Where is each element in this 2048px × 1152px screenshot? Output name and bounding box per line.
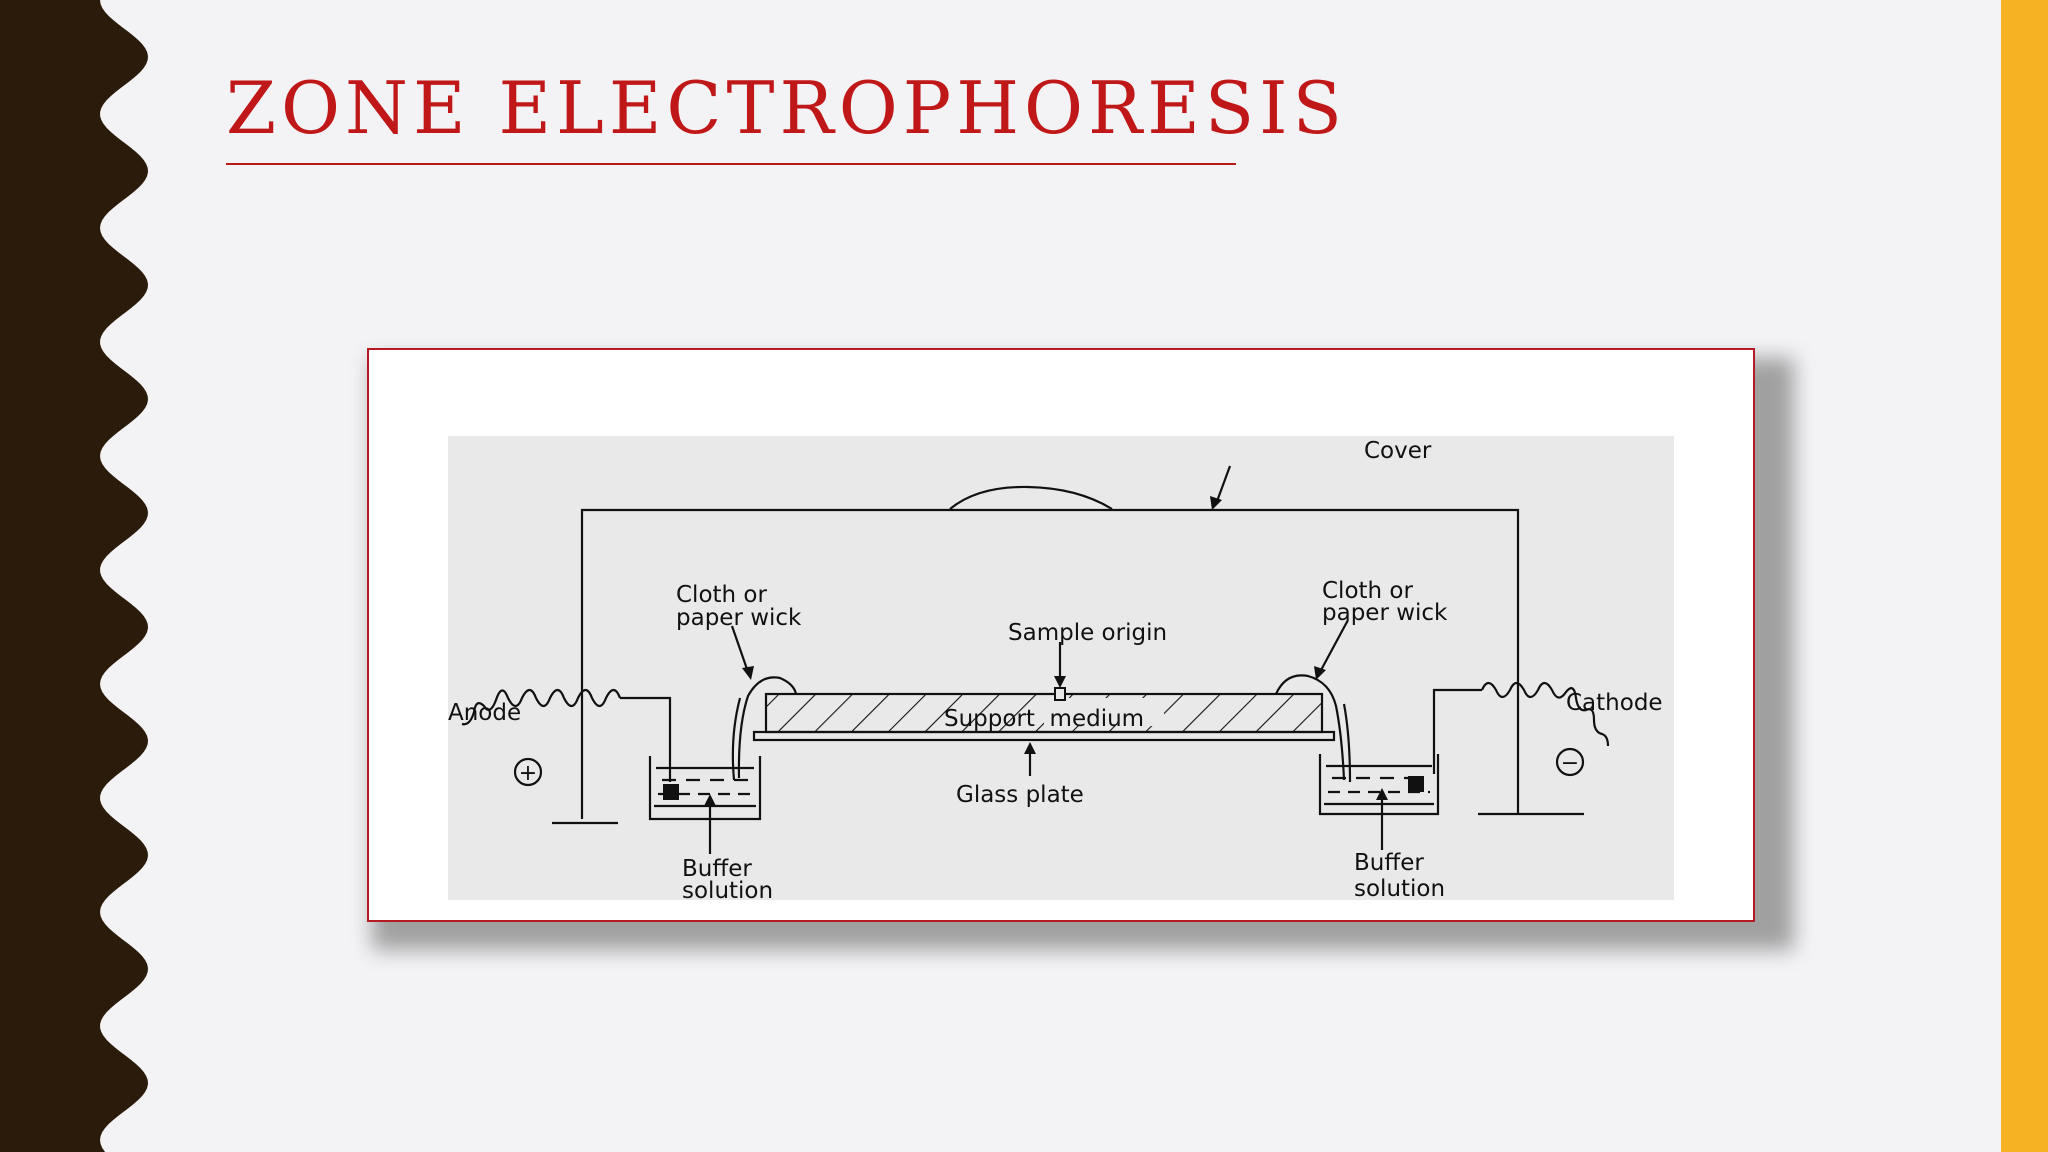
label-left-buffer-line2: solution: [682, 878, 773, 900]
minus-sign: −: [1561, 751, 1579, 776]
anode-electrode: [663, 784, 679, 800]
left-buffer-tank: [648, 756, 762, 821]
anode-terminal: +: [513, 757, 543, 787]
left-buffer-arrow: [704, 794, 716, 854]
right-accent-band: [2001, 0, 2048, 1152]
label-cathode: Cathode: [1566, 690, 1663, 716]
label-support-medium: Support medium: [944, 706, 1144, 732]
cathode-electrode: [1408, 776, 1424, 792]
label-right-buffer-line1: Buffer: [1354, 850, 1424, 876]
left-wavy-band: [0, 0, 148, 1152]
left-wick: [731, 676, 798, 781]
right-wick: [1274, 674, 1352, 783]
label-sample-origin: Sample origin: [1008, 620, 1167, 646]
right-buffer-arrow: [1376, 788, 1388, 850]
anode-wire: [461, 688, 672, 782]
label-right-buffer-line2: solution: [1354, 876, 1445, 900]
cathode-terminal: −: [1555, 747, 1585, 777]
right-wick-arrow: [1314, 619, 1349, 680]
sample-origin-arrow: [1054, 642, 1066, 688]
label-anode: Anode: [448, 700, 521, 726]
label-right-wick-line2: paper wick: [1322, 600, 1448, 626]
cathode-wire: [1432, 681, 1610, 774]
label-left-wick-line2: paper wick: [676, 605, 802, 631]
support-medium: [764, 687, 1324, 734]
label-cover: Cover: [1364, 438, 1432, 464]
right-buffer-tank: [1318, 754, 1440, 816]
label-left-buffer-line1: Buffer: [682, 856, 752, 882]
left-wick-arrow: [730, 625, 754, 680]
glass-plate-arrow: [1024, 742, 1036, 776]
label-right-wick-line1: Cloth or: [1322, 578, 1413, 604]
slide-title: ZONE ELECTROPHORESIS: [226, 66, 1347, 150]
cover-arrow: [1210, 465, 1232, 510]
label-left-wick-line1: Cloth or: [676, 582, 767, 608]
glass-plate: [752, 730, 1336, 742]
label-glass-plate: Glass plate: [956, 782, 1084, 808]
diagram-svg: + −: [448, 438, 1663, 900]
title-underline: [226, 163, 1236, 165]
cover-frame: [552, 485, 1584, 825]
plus-sign: +: [519, 761, 537, 786]
electrophoresis-diagram: + −: [448, 436, 1674, 900]
